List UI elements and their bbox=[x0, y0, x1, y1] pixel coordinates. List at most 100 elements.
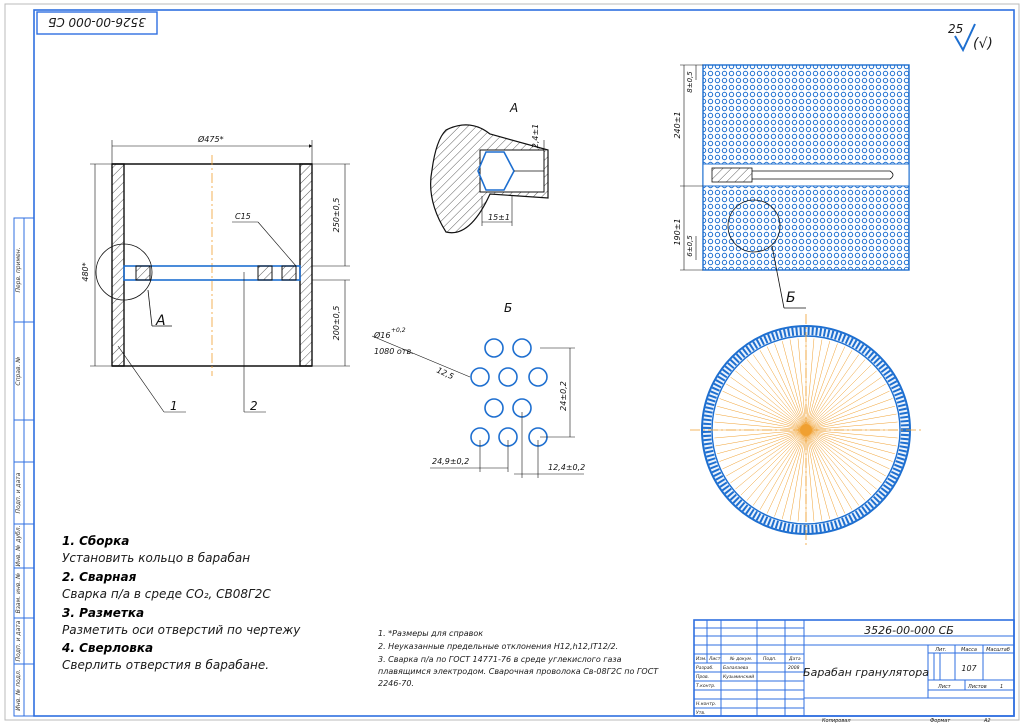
spoke-line bbox=[805, 429, 877, 490]
spoke-line bbox=[746, 359, 807, 431]
spoke-line bbox=[805, 429, 890, 470]
spoke-line bbox=[797, 338, 807, 431]
spoke-line bbox=[805, 429, 831, 519]
dim-c15: С15 bbox=[235, 212, 251, 221]
main-view: А Ø475* 480* 250±0,5 200±0,5 С15 1 2 bbox=[81, 134, 350, 413]
dim-24: 24±0,2 bbox=[559, 381, 568, 411]
detail-b-title: Б bbox=[504, 301, 512, 315]
left-label-1: Перв. примен. bbox=[15, 247, 22, 292]
row-doc: № докум. bbox=[729, 656, 752, 662]
spoke-line bbox=[805, 354, 860, 431]
spoke-line bbox=[805, 383, 886, 431]
spoke-line bbox=[740, 429, 807, 496]
instruction-4-heading: 4. Сверловка bbox=[62, 641, 154, 655]
dim-a24: 2,4±1 bbox=[531, 124, 540, 149]
detail-a-title: А bbox=[509, 101, 518, 115]
stamp-mass: 107 bbox=[961, 664, 977, 673]
spoke-line bbox=[805, 429, 886, 477]
spoke-line bbox=[726, 383, 807, 431]
spoke-line bbox=[805, 390, 890, 431]
format-value: A2 bbox=[983, 718, 991, 724]
spoke-line bbox=[789, 339, 807, 431]
stamp-litera-label: Лит. bbox=[934, 647, 947, 653]
spoke-line bbox=[805, 429, 866, 501]
spoke-line bbox=[789, 429, 807, 521]
row-sign: Подп. bbox=[763, 656, 777, 662]
dim-24-9: 24,9±0,2 bbox=[432, 457, 469, 466]
note-3: 3. Сварка п/а по ГОСТ 14771-76 в среде у… bbox=[378, 655, 622, 664]
spoke-line bbox=[752, 354, 807, 431]
dim-dia-475: Ø475* bbox=[197, 134, 224, 144]
spoke-line bbox=[766, 429, 807, 514]
spoke-line bbox=[715, 429, 807, 447]
detail-a-callout: А bbox=[155, 313, 166, 329]
spoke-line bbox=[805, 429, 853, 510]
left-label-4: Инв. № дубл. bbox=[15, 525, 22, 566]
spoke-line bbox=[805, 364, 872, 431]
stamp-mass-label: Масса bbox=[961, 647, 977, 653]
spoke-line bbox=[719, 429, 807, 462]
instruction-3-heading: 3. Разметка bbox=[62, 606, 145, 620]
left-label-7: Инв. № подл. bbox=[15, 669, 22, 710]
dim-a15: 15±1 bbox=[488, 213, 510, 222]
note-1: 1. *Размеры для справок bbox=[378, 629, 484, 638]
spoke-line bbox=[752, 429, 807, 506]
left-label-2: Справ. № bbox=[15, 356, 22, 385]
spoke-line bbox=[774, 429, 807, 517]
spoke-line bbox=[805, 429, 893, 462]
date-develop: 2008 bbox=[788, 665, 800, 671]
dim-200: 200±0,5 bbox=[332, 306, 341, 341]
stamp-designation: 3526-00-000 СБ bbox=[864, 624, 954, 637]
spoke-line bbox=[805, 429, 860, 506]
role-approve: Утв. bbox=[696, 710, 705, 716]
dim-250: 250±0,5 bbox=[332, 198, 341, 233]
spoke-line bbox=[735, 370, 807, 431]
roughness-value: 25 bbox=[948, 22, 963, 36]
name-check: Кузьминский bbox=[723, 674, 754, 680]
instruction-4-text: Сверлить отверстия в барабане. bbox=[62, 658, 270, 672]
spoke-line bbox=[805, 398, 893, 431]
instruction-3-text: Разметить оси отверстий по чертежу bbox=[62, 623, 301, 637]
drum-development-view: 240±1 8±0,5 190±1 6±0,5 Б bbox=[673, 64, 910, 309]
spoke-line bbox=[805, 343, 838, 431]
role-ncontrol: Н.контр. bbox=[696, 701, 716, 707]
left-stamp-strip bbox=[13, 217, 35, 717]
corner-code: 3526-00-000 СБ bbox=[48, 15, 146, 29]
outer-border bbox=[4, 3, 1020, 721]
instruction-2-text: Сварка п/а в среде CO₂, СВ08Г2С bbox=[62, 587, 271, 601]
spoke-line bbox=[719, 398, 807, 431]
drum-end-view bbox=[690, 314, 922, 546]
spoke-line bbox=[805, 413, 897, 431]
detail-a-view: А 2,4±1 15±1 bbox=[430, 101, 549, 234]
stamp-sheets-label: Листов bbox=[967, 684, 987, 690]
spoke-line bbox=[781, 429, 807, 519]
title-block-texts: 3526-00-000 СБ Барабан гранулятора Лит. … bbox=[696, 624, 1010, 724]
spoke-line bbox=[759, 429, 807, 510]
left-label-6: Подп. и дата bbox=[15, 620, 22, 661]
spoke-line bbox=[726, 429, 807, 477]
note-2: 2. Неуказанные предельные отклонения H12… bbox=[378, 642, 619, 651]
row-list: Лист bbox=[708, 656, 721, 662]
spoke-line bbox=[805, 429, 823, 521]
format-label: Формат bbox=[930, 718, 951, 724]
left-label-5: Взам. инв. № bbox=[15, 573, 22, 614]
spoke-line bbox=[735, 429, 807, 490]
spoke-line bbox=[722, 390, 807, 431]
row-izm: Изм. bbox=[696, 656, 707, 662]
spoke-line bbox=[715, 413, 807, 431]
detail-b-view: Б Ø16 +0,2 1080 отв. 12,5 24±0,2 24,9±0,… bbox=[371, 301, 585, 478]
spoke-line bbox=[805, 346, 846, 431]
stamp-scale-label: Масштаб bbox=[986, 647, 1010, 653]
spoke-line bbox=[740, 364, 807, 431]
dim-dia-16: Ø16 bbox=[373, 330, 390, 340]
spoke-line bbox=[805, 429, 872, 496]
spoke-line bbox=[774, 343, 807, 431]
spoke-line bbox=[797, 429, 807, 522]
spoke-line bbox=[766, 346, 807, 431]
stamp-sheets-count: 1 bbox=[1000, 684, 1003, 690]
spoke-line bbox=[805, 429, 895, 455]
roughness-symbol: 25 (√) bbox=[948, 22, 993, 53]
copied-label: Копировал bbox=[822, 718, 851, 724]
dim-holes-count: 1080 отв. bbox=[374, 347, 414, 356]
